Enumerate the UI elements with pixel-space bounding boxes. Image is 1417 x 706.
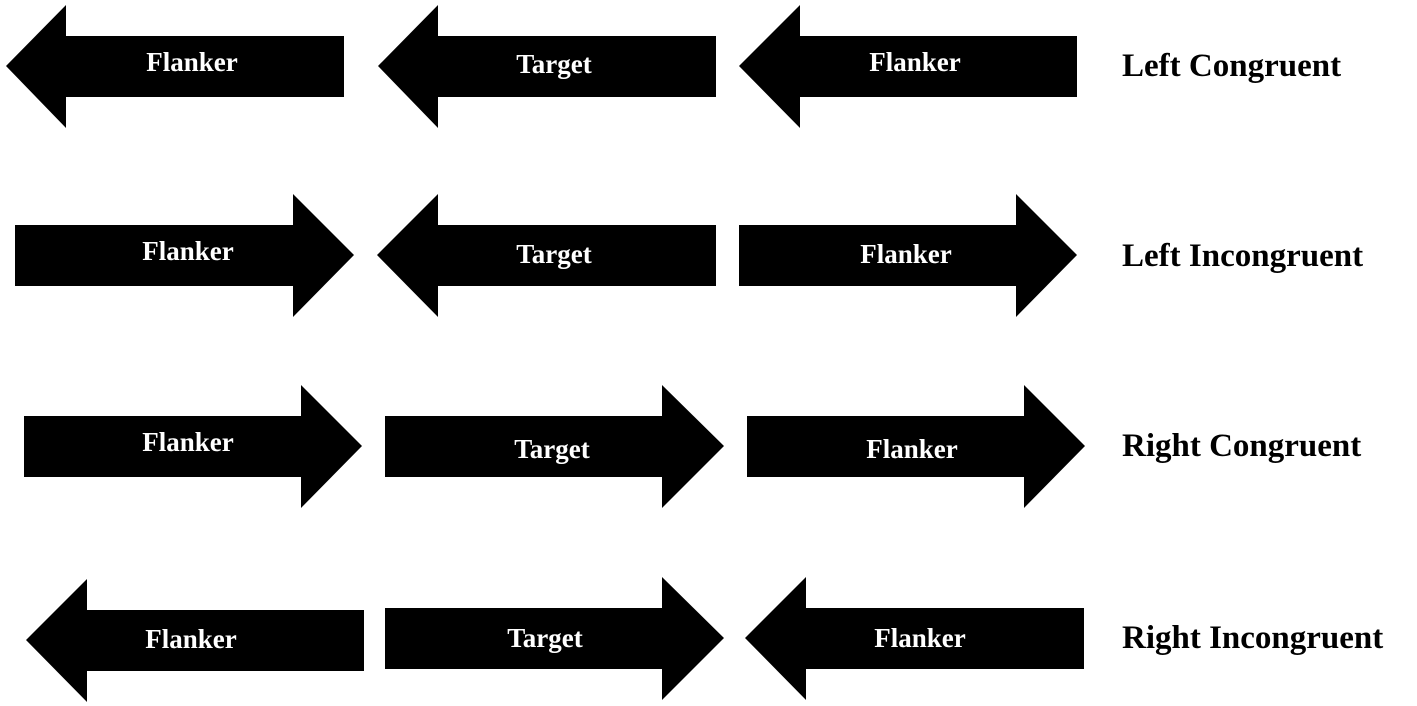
arrow-label: Flanker: [142, 427, 234, 457]
arrow-target-left-icon: Target: [378, 5, 716, 128]
arrow-label: Flanker: [146, 47, 238, 77]
arrow-flanker-right-icon: Flanker: [739, 194, 1077, 317]
condition-label: Left Incongruent: [1122, 238, 1363, 274]
arrow-shape: [378, 5, 716, 128]
arrow-label: Flanker: [142, 236, 234, 266]
arrow-flanker-left-icon: Flanker: [739, 5, 1077, 128]
arrow-label: Flanker: [145, 624, 237, 654]
arrow-shape: [745, 577, 1084, 700]
arrow-shape: [24, 385, 362, 508]
arrow-shape: [6, 5, 344, 128]
condition-label: Right Congruent: [1122, 428, 1361, 464]
arrow-target-left-icon: Target: [377, 194, 716, 317]
condition-label: Left Congruent: [1122, 48, 1341, 84]
arrow-shape: [377, 194, 716, 317]
arrow-shape: [747, 385, 1085, 508]
arrow-flanker-right-icon: Flanker: [747, 385, 1085, 508]
arrow-shape: [385, 385, 724, 508]
arrow-target-right-icon: Target: [385, 577, 724, 700]
arrow-label: Target: [514, 434, 590, 464]
row-left-congruent: Flanker Target Flanker Left Congruent: [6, 5, 1341, 128]
arrow-label: Target: [516, 49, 592, 79]
arrow-label: Flanker: [869, 47, 961, 77]
arrow-flanker-right-icon: Flanker: [15, 194, 354, 317]
arrow-label: Target: [507, 623, 583, 653]
row-left-incongruent: Flanker Target Flanker Left Incongruent: [15, 194, 1363, 317]
arrow-label: Target: [516, 239, 592, 269]
arrow-flanker-left-icon: Flanker: [26, 579, 364, 702]
arrow-target-right-icon: Target: [385, 385, 724, 508]
arrow-flanker-left-icon: Flanker: [745, 577, 1084, 700]
arrow-shape: [739, 5, 1077, 128]
row-right-incongruent: Flanker Target Flanker Right Incongruent: [26, 577, 1383, 702]
row-right-congruent: Flanker Target Flanker Right Congruent: [24, 385, 1361, 508]
arrow-shape: [15, 194, 354, 317]
arrow-shape: [739, 194, 1077, 317]
arrow-shape: [385, 577, 724, 700]
condition-label: Right Incongruent: [1122, 620, 1383, 656]
arrow-label: Flanker: [860, 239, 952, 269]
arrow-flanker-right-icon: Flanker: [24, 385, 362, 508]
arrow-shape: [26, 579, 364, 702]
arrow-label: Flanker: [874, 623, 966, 653]
arrow-flanker-left-icon: Flanker: [6, 5, 344, 128]
arrow-label: Flanker: [866, 434, 958, 464]
